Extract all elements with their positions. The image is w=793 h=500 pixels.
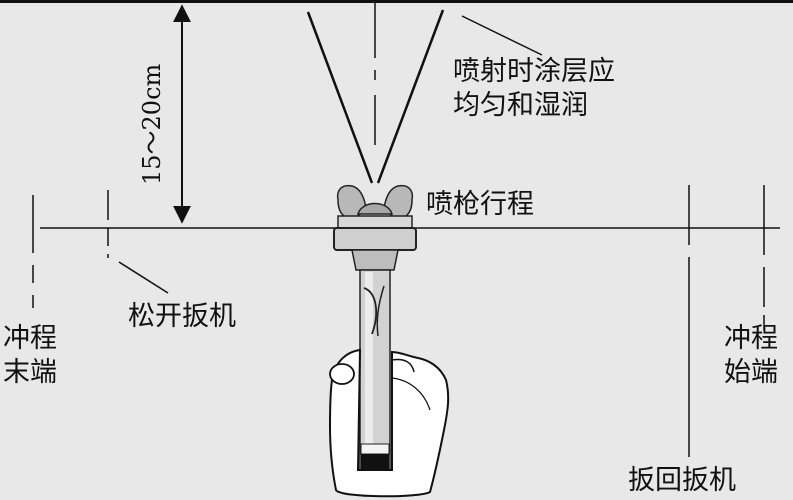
stroke-start-label: 冲程 始端 — [724, 323, 778, 388]
stroke-end-label: 冲程 末端 — [3, 323, 57, 388]
gun-travel-label: 喷枪行程 — [426, 189, 534, 220]
spray-gun-icon — [333, 184, 417, 477]
spray-note-leader — [461, 15, 543, 56]
distance-label: 15～20cm — [138, 63, 166, 185]
stroke-start-marker — [688, 185, 765, 462]
stroke-end-marker — [32, 190, 169, 308]
hand-icon — [328, 348, 450, 498]
spray-cone-icon — [306, 0, 445, 184]
pull-trigger-label: 扳回扳机 — [628, 465, 736, 496]
release-trigger-label: 松开扳机 — [128, 301, 236, 332]
spray-note-label: 喷射时涂层应 均匀和湿润 — [453, 56, 615, 121]
